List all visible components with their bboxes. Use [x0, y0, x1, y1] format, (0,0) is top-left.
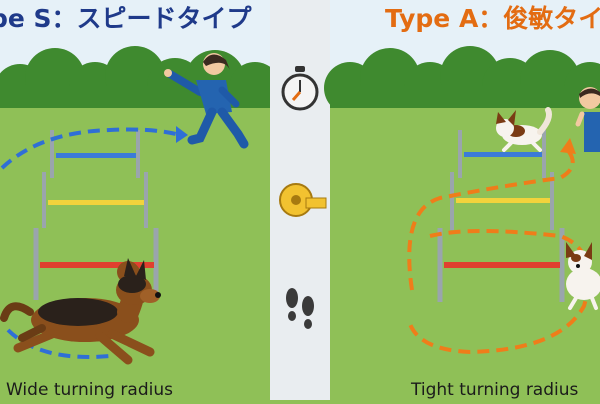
left-caption: Wide turning radius — [6, 380, 173, 400]
right-jump-back — [458, 130, 546, 178]
left-jump-front — [33, 228, 159, 300]
red-bar — [40, 262, 154, 268]
left-panel — [0, 0, 281, 400]
red-bar — [444, 262, 560, 268]
right-panel — [324, 0, 600, 400]
footprints-icon — [286, 288, 314, 329]
papillon-jumping — [496, 107, 552, 152]
left-title: pe S：スピードタイプ — [0, 4, 252, 33]
left-grass — [0, 108, 270, 400]
yellow-bar — [456, 198, 550, 203]
measuring-tape-icon — [279, 183, 327, 217]
blue-bar — [56, 153, 136, 158]
yellow-bar — [48, 200, 144, 205]
center-divider — [270, 0, 330, 400]
papillon-running — [566, 242, 600, 310]
wide-path-top — [0, 127, 177, 170]
right-jump-front — [437, 228, 565, 302]
handler-woman — [164, 53, 249, 149]
right-jump-middle — [450, 172, 554, 230]
right-title: Type A：俊敏タイ — [385, 4, 600, 33]
tight-path — [407, 146, 591, 355]
german-shepherd — [0, 258, 161, 365]
handler-man — [575, 87, 600, 152]
wide-path-bottom — [6, 328, 111, 359]
blue-bar — [464, 152, 542, 157]
right-caption: Tight turning radius — [411, 380, 579, 400]
left-jump-middle — [42, 172, 148, 228]
stopwatch-icon — [281, 66, 319, 111]
